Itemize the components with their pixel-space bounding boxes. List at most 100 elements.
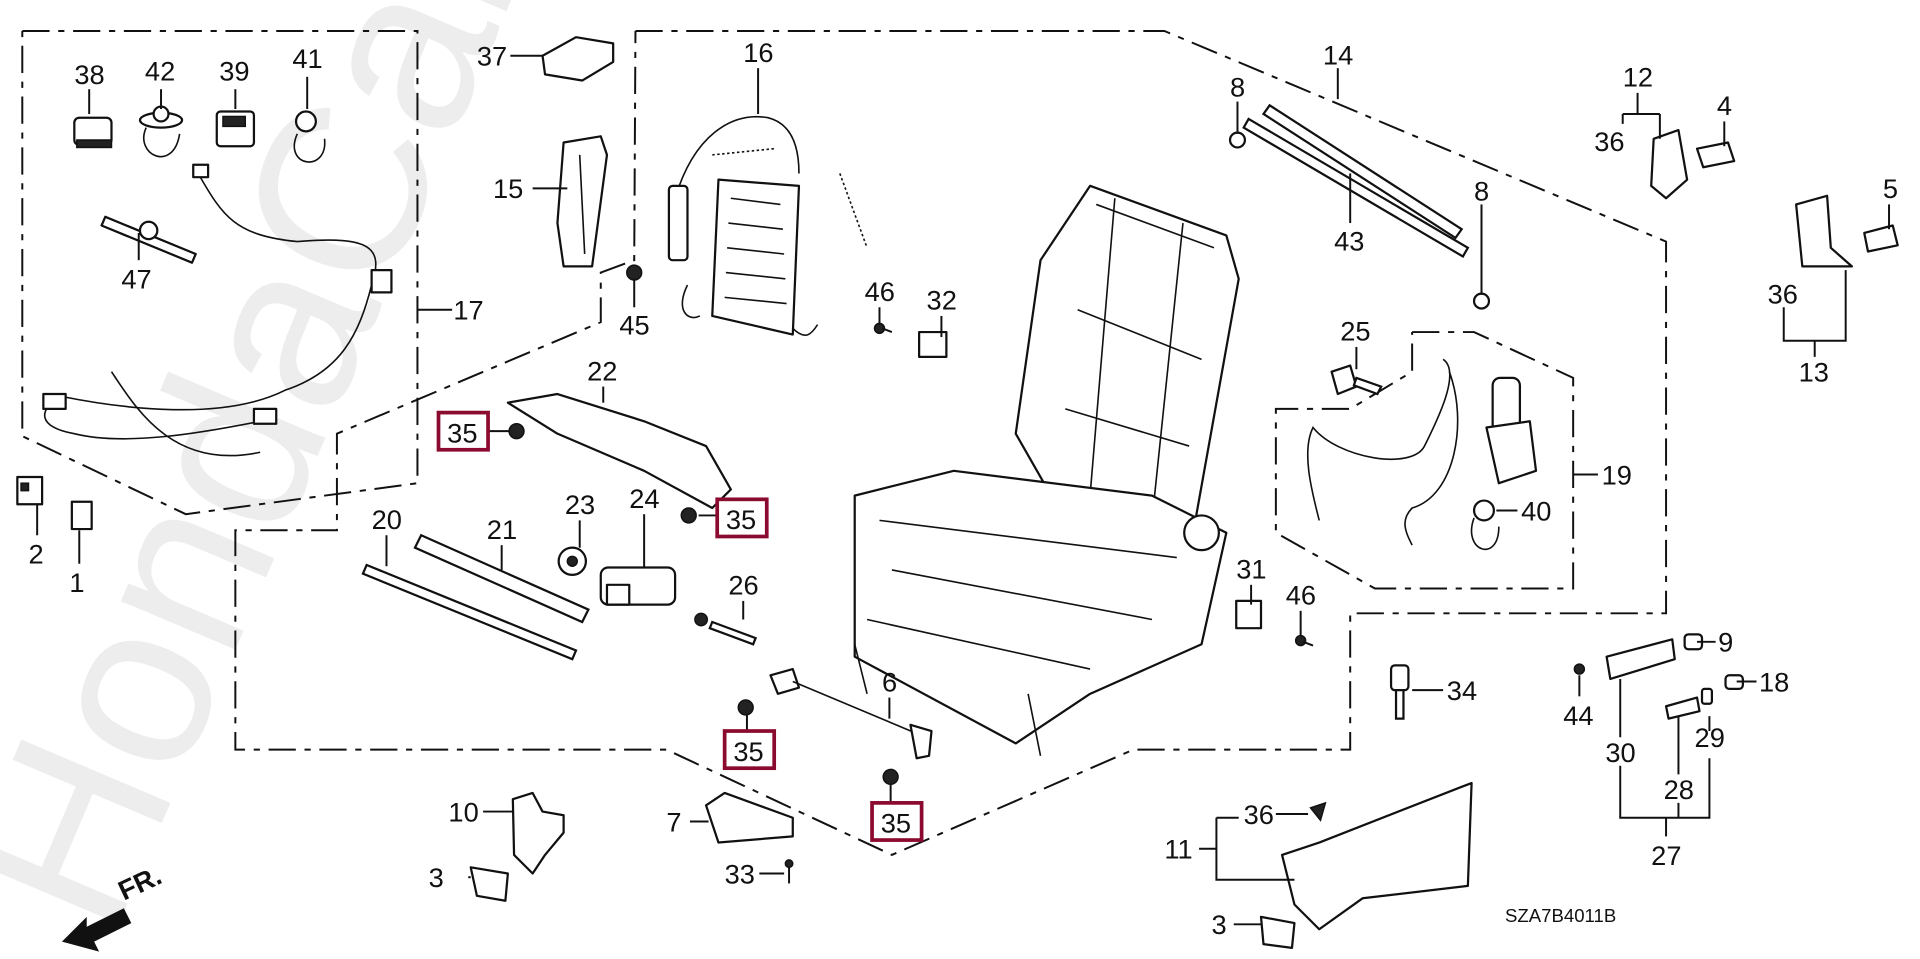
part-26-screw[interactable] [694,612,758,646]
callout-41[interactable]: 41 [292,43,322,74]
part-13-cover[interactable] [1795,194,1853,268]
part-8-washer-b[interactable] [1472,292,1491,310]
part-38-clip[interactable] [73,116,113,149]
callout-17[interactable]: 17 [453,295,483,326]
part-8-washer-a[interactable] [1228,131,1247,149]
callout-7[interactable]: 7 [666,806,681,837]
callout-3b[interactable]: 3 [1211,909,1226,940]
callout-39[interactable]: 39 [219,56,249,87]
callout-25[interactable]: 25 [1340,316,1370,347]
part-29-knob[interactable] [1700,687,1714,705]
callout-1[interactable]: 1 [69,567,84,598]
callout-36b[interactable]: 36 [1768,279,1798,310]
part-25-bolt[interactable] [1330,364,1383,396]
part-22-bracket[interactable] [506,392,732,510]
callout-42[interactable]: 42 [145,56,175,87]
part-17-harness[interactable] [42,163,393,457]
part-30-switch[interactable] [1605,638,1676,681]
callout-47[interactable]: 47 [121,264,151,295]
callout-12[interactable]: 12 [1623,62,1653,93]
part-47-clip[interactable] [100,215,197,264]
callout-5[interactable]: 5 [1883,173,1898,204]
part-1-relay[interactable] [70,500,93,531]
callout-31[interactable]: 31 [1236,554,1266,585]
callout-16[interactable]: 16 [743,37,773,68]
part-15-lever[interactable] [556,135,609,268]
part-3-cap-a[interactable] [469,866,509,902]
callout-8a[interactable]: 8 [1230,72,1245,103]
callout-33[interactable]: 33 [725,858,755,889]
callout-36a[interactable]: 36 [1594,126,1624,157]
callout-34[interactable]: 34 [1447,675,1477,706]
callout-46b[interactable]: 46 [1286,580,1316,611]
callout-35d[interactable]: 35 [870,801,924,842]
callout-20[interactable]: 20 [372,504,402,535]
callout-8b[interactable]: 8 [1474,176,1489,207]
part-19-motor[interactable] [1306,358,1538,546]
part-34-bolt[interactable] [1389,664,1410,720]
part-12-cover[interactable] [1650,128,1689,200]
callout-21[interactable]: 21 [487,514,517,545]
part-44-screw[interactable] [1573,663,1586,675]
callout-4[interactable]: 4 [1717,90,1732,121]
part-4-cap[interactable] [1695,141,1736,169]
callout-37[interactable]: 37 [477,41,507,72]
callout-29[interactable]: 29 [1695,722,1725,753]
callout-18[interactable]: 18 [1759,666,1789,697]
part-10-cover[interactable] [511,791,565,875]
callout-30[interactable]: 30 [1605,737,1635,768]
callout-46a[interactable]: 46 [865,276,895,307]
part-35-nut-a[interactable] [508,423,525,440]
callout-28[interactable]: 28 [1664,774,1694,805]
callout-40[interactable]: 40 [1521,495,1551,526]
part-20-shaft[interactable] [361,563,578,661]
callout-6[interactable]: 6 [882,666,897,697]
callout-24[interactable]: 24 [629,483,659,514]
part-37-bracket[interactable] [541,36,615,82]
callout-38[interactable]: 38 [74,59,104,90]
callout-9[interactable]: 9 [1718,627,1733,658]
callout-36c[interactable]: 36 [1244,799,1274,830]
part-36-clip-c[interactable] [1309,801,1327,822]
callout-11[interactable]: 11 [1164,834,1192,865]
part-43-rod[interactable] [1242,117,1470,259]
part-42-clamp[interactable] [138,105,184,158]
part-33-screw[interactable] [784,859,794,884]
callout-35a[interactable]: 35 [436,410,490,452]
callout-3a[interactable]: 3 [429,862,444,893]
callout-23[interactable]: 23 [565,489,595,520]
part-39-clip[interactable] [215,110,256,148]
part-2-relay[interactable] [16,475,44,506]
callout-45[interactable]: 45 [619,310,649,341]
callout-43[interactable]: 43 [1334,225,1364,256]
part-11-side-cover[interactable] [1280,781,1473,931]
part-seat-frame[interactable] [853,184,1240,756]
part-35-nut-b[interactable] [680,507,697,524]
callout-19[interactable]: 19 [1602,459,1632,490]
callout-32[interactable]: 32 [927,285,957,316]
part-45-nut[interactable] [626,264,643,281]
part-14-rod[interactable] [1261,103,1464,240]
part-21-rod[interactable] [413,533,590,624]
part-6-cable[interactable] [769,667,933,760]
callout-22[interactable]: 22 [587,355,617,386]
part-3-cap-b[interactable] [1259,915,1296,949]
callout-35b[interactable]: 35 [715,497,769,539]
part-31-clip[interactable] [1235,599,1263,630]
part-46-screw-a[interactable] [873,322,893,335]
part-35-nut-c[interactable] [737,699,754,716]
part-5-cap[interactable] [1863,224,1899,253]
callout-10[interactable]: 10 [448,796,478,827]
part-28-switch[interactable] [1664,696,1701,720]
part-23-gear[interactable] [557,546,588,577]
part-16-lumbar[interactable] [667,116,868,337]
part-46-screw-b[interactable] [1294,634,1314,647]
part-7-switch[interactable] [704,791,794,844]
callout-15[interactable]: 15 [493,173,523,204]
part-24-motor[interactable] [599,566,677,606]
callout-26[interactable]: 26 [728,570,758,601]
callout-2[interactable]: 2 [28,539,43,570]
callout-14[interactable]: 14 [1323,39,1353,70]
part-35-nut-d[interactable] [882,768,899,786]
callout-44[interactable]: 44 [1563,700,1593,731]
